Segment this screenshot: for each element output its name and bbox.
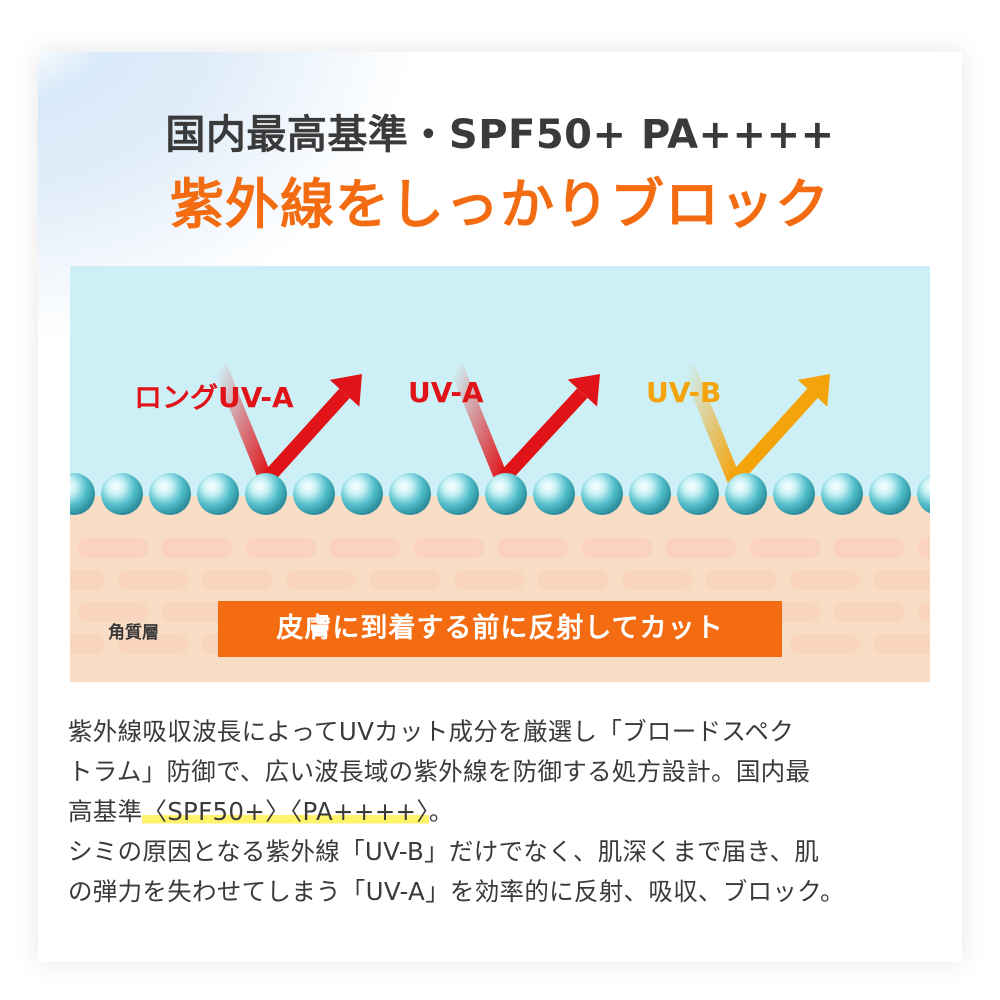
skin-cell: [370, 570, 440, 590]
description-line: シミの原因となる紫外線「UV-B」だけでなく、肌深くまで届き、肌: [68, 837, 820, 866]
skin-cell: [78, 602, 148, 622]
incoming-ray: [449, 363, 509, 483]
skin-cell: [162, 538, 232, 558]
uv-rays: [213, 363, 830, 485]
particle-sphere: [341, 473, 383, 515]
skin-cell: [834, 538, 904, 558]
reflective-particles: [70, 473, 930, 515]
particle-sphere: [197, 473, 239, 515]
skin-cell: [202, 570, 272, 590]
description-line: 紫外線吸収波長によってUVカット成分を厳選し「ブロードスペク: [68, 717, 795, 746]
skin-cell: [118, 570, 188, 590]
incoming-ray: [213, 363, 273, 483]
skin-cell: [874, 570, 930, 590]
description: 紫外線吸収波長によってUVカット成分を厳選し「ブロードスペク トラム」防御で、広…: [68, 712, 948, 912]
description-text: 。: [428, 797, 454, 826]
particle-sphere: [245, 473, 287, 515]
particle-sphere: [581, 473, 623, 515]
skin-cell: [286, 570, 356, 590]
particle-sphere: [725, 473, 767, 515]
particle-sphere: [70, 473, 95, 515]
particle-sphere: [869, 473, 911, 515]
uv-reflection-diagram: ロングUV-A UV-A UV-B 角質層 皮膚に到着する前に反射してカット: [70, 266, 930, 682]
incoming-ray: [681, 363, 741, 483]
ray-label-long-uva: ロングUV-A: [134, 381, 294, 414]
description-text: 高基準: [68, 797, 143, 826]
skin-cell: [622, 570, 692, 590]
skin-cell: [498, 538, 568, 558]
diagram-graphic: [70, 266, 930, 682]
skin-cell: [750, 538, 820, 558]
particle-sphere: [821, 473, 863, 515]
reflected-ray: [260, 388, 350, 485]
skin-cell: [834, 602, 904, 622]
skin-cell: [246, 538, 316, 558]
skin-cell: [918, 538, 930, 558]
particle-sphere: [149, 473, 191, 515]
particle-sphere: [101, 473, 143, 515]
skin-cell: [78, 538, 148, 558]
skin-cell: [918, 602, 930, 622]
reflected-ray: [496, 388, 588, 485]
description-line: の弾力を失わせてしまう「UV-A」を効率的に反射、吸収、ブロック。: [68, 877, 845, 906]
particle-sphere: [677, 473, 719, 515]
page-title: 紫外線をしっかりブロック: [170, 173, 830, 236]
skin-cell: [790, 570, 860, 590]
arrow-head: [797, 374, 830, 407]
particle-sphere: [389, 473, 431, 515]
ray-label-uva: UV-A: [408, 376, 484, 409]
skin-cell: [70, 634, 104, 654]
skin-cell: [790, 634, 860, 654]
ray-label-uvb: UV-B: [646, 376, 722, 409]
particle-sphere: [629, 473, 671, 515]
content-card: 国内最高基準・SPF50+ PA++++ 紫外線をしっかりブロック: [38, 52, 962, 962]
particle-sphere: [773, 473, 815, 515]
skin-cell: [874, 634, 930, 654]
reflected-ray: [728, 388, 818, 485]
skin-cell: [162, 602, 232, 622]
reflect-cut-banner: 皮膚に到着する前に反射してカット: [218, 601, 782, 657]
particle-sphere: [293, 473, 335, 515]
description-line: 高基準〈SPF50+〉〈PA++++〉。: [68, 792, 948, 832]
spf-pa-highlight: 〈SPF50+〉〈PA++++〉: [142, 797, 429, 826]
skin-cell: [330, 538, 400, 558]
skin-cell: [118, 634, 188, 654]
skin-cell: [582, 538, 652, 558]
arrow-head: [567, 374, 600, 407]
skin-cell: [414, 538, 484, 558]
skin-cell: [454, 570, 524, 590]
skin-cell: [666, 538, 736, 558]
arrow-head: [329, 374, 362, 407]
particle-sphere: [437, 473, 479, 515]
particle-sphere: [485, 473, 527, 515]
description-line: トラム」防御で、広い波長域の紫外線を防御する処方設計。国内最: [68, 757, 811, 786]
particle-sphere: [917, 474, 930, 514]
skin-cell: [70, 570, 104, 590]
headline: 国内最高基準・SPF50+ PA++++: [165, 112, 835, 158]
skin-cell: [538, 570, 608, 590]
skin-cell: [706, 570, 776, 590]
particle-sphere: [533, 473, 575, 515]
stratum-corneum-label: 角質層: [108, 623, 159, 643]
